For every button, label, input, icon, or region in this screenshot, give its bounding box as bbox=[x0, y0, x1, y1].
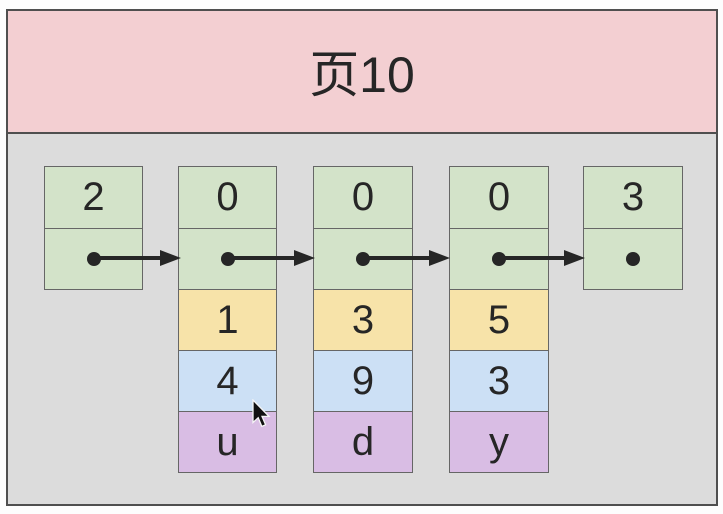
field-cell: 3 bbox=[314, 289, 412, 350]
key-value: 2 bbox=[82, 175, 105, 219]
field-value: 3 bbox=[487, 358, 511, 403]
field-value: 4 bbox=[216, 358, 239, 403]
record-column-3: 0 3 9 d bbox=[313, 166, 413, 473]
field-cell: 5 bbox=[450, 289, 548, 350]
key-cell: 0 bbox=[179, 167, 276, 228]
field-value: y bbox=[489, 419, 509, 464]
arrow-line bbox=[499, 256, 570, 260]
field-cell: 3 bbox=[450, 350, 548, 411]
field-cell: 9 bbox=[314, 350, 412, 411]
arrow-line bbox=[363, 256, 435, 260]
arrow-head-icon bbox=[160, 250, 181, 266]
key-value: 0 bbox=[351, 175, 375, 219]
arrow-head-icon bbox=[429, 250, 450, 266]
pointer-dot-icon bbox=[626, 252, 640, 266]
record-column-1: 2 bbox=[44, 166, 143, 290]
field-cell: 4 bbox=[179, 350, 276, 411]
key-value: 3 bbox=[621, 175, 645, 219]
arrow-line bbox=[93, 256, 166, 260]
pointer-cell bbox=[584, 228, 682, 289]
arrow-head-icon bbox=[294, 250, 315, 266]
page-header: 页10 bbox=[8, 11, 716, 134]
field-cell: d bbox=[314, 411, 412, 472]
key-value: 0 bbox=[487, 175, 511, 219]
key-value: 0 bbox=[216, 175, 239, 219]
record-column-4: 0 5 3 y bbox=[449, 166, 549, 473]
field-value: 5 bbox=[487, 297, 511, 342]
page-title: 页10 bbox=[309, 46, 415, 103]
field-value: 9 bbox=[351, 358, 375, 403]
key-cell: 3 bbox=[584, 167, 682, 228]
arrow-head-icon bbox=[564, 250, 585, 266]
field-value: d bbox=[351, 419, 375, 464]
record-column-5: 3 bbox=[583, 166, 683, 290]
field-cell: y bbox=[450, 411, 548, 472]
arrow-line bbox=[227, 256, 300, 260]
key-cell: 0 bbox=[450, 167, 548, 228]
field-value: 1 bbox=[216, 297, 239, 342]
mouse-cursor-icon bbox=[251, 398, 272, 435]
field-value: u bbox=[216, 419, 239, 464]
field-cell: 1 bbox=[179, 289, 276, 350]
key-cell: 2 bbox=[45, 167, 142, 228]
field-value: 3 bbox=[351, 297, 375, 342]
key-cell: 0 bbox=[314, 167, 412, 228]
